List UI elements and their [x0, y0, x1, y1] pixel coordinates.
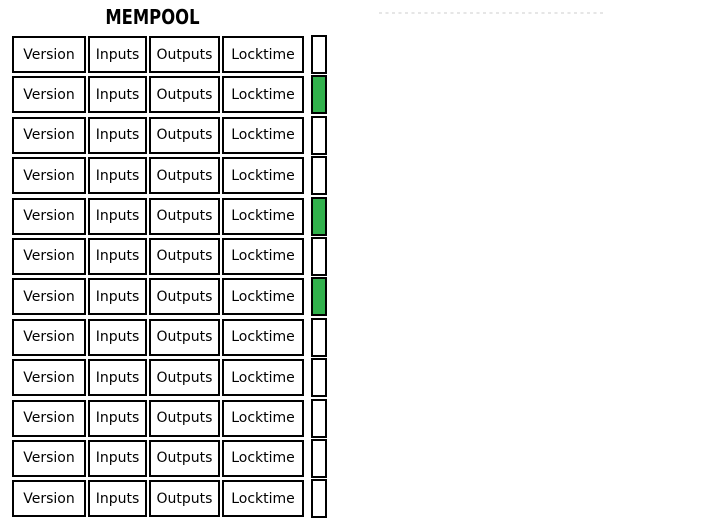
tx-field-locktime: Locktime	[222, 359, 304, 397]
tx-field-inputs: Inputs	[88, 278, 147, 316]
tx-field-outputs: Outputs	[149, 278, 220, 316]
tx-status-box	[311, 317, 327, 357]
tx-field-outputs: Outputs	[149, 439, 220, 477]
tx-field-locktime: Locktime	[222, 116, 304, 154]
tx-status-box	[311, 479, 327, 519]
tx-field-version: Version	[12, 439, 86, 477]
tx-status-box-green	[311, 196, 327, 236]
tx-status-box	[311, 438, 327, 478]
mempool-title: MEMPOOL	[105, 5, 200, 29]
tx-field-version: Version	[12, 318, 86, 356]
tx-field-version: Version	[12, 76, 86, 114]
tx-status-box	[311, 35, 327, 74]
tx-status-box-green	[311, 75, 327, 115]
tx-field-outputs: Outputs	[149, 237, 220, 275]
tx-field-outputs: Outputs	[149, 116, 220, 154]
tx-field-outputs: Outputs	[149, 76, 220, 114]
tx-field-version: Version	[12, 480, 86, 518]
tx-field-locktime: Locktime	[222, 480, 304, 518]
tx-field-locktime: Locktime	[222, 278, 304, 316]
tx-field-inputs: Inputs	[88, 480, 147, 518]
tx-field-inputs: Inputs	[88, 318, 147, 356]
tx-field-inputs: Inputs	[88, 399, 147, 437]
tx-field-locktime: Locktime	[222, 36, 304, 73]
tx-field-inputs: Inputs	[88, 237, 147, 275]
tx-field-inputs: Inputs	[88, 197, 147, 235]
tx-field-inputs: Inputs	[88, 157, 147, 195]
tx-field-version: Version	[12, 116, 86, 154]
tx-field-inputs: Inputs	[88, 439, 147, 477]
tx-field-outputs: Outputs	[149, 318, 220, 356]
tx-field-inputs: Inputs	[88, 36, 147, 73]
tx-field-locktime: Locktime	[222, 439, 304, 477]
tx-field-locktime: Locktime	[222, 318, 304, 356]
tx-field-version: Version	[12, 157, 86, 195]
tx-field-outputs: Outputs	[149, 36, 220, 73]
tx-field-locktime: Locktime	[222, 237, 304, 275]
tx-status-box	[311, 358, 327, 398]
tx-field-version: Version	[12, 278, 86, 316]
tx-field-inputs: Inputs	[88, 359, 147, 397]
tx-field-inputs: Inputs	[88, 76, 147, 114]
tx-status-box	[311, 156, 327, 196]
tx-field-outputs: Outputs	[149, 157, 220, 195]
tx-field-locktime: Locktime	[222, 197, 304, 235]
tx-field-locktime: Locktime	[222, 76, 304, 114]
tx-field-outputs: Outputs	[149, 359, 220, 397]
tx-status-box-green	[311, 277, 327, 317]
tx-status-box	[311, 236, 327, 276]
tx-field-locktime: Locktime	[222, 399, 304, 437]
tx-field-version: Version	[12, 359, 86, 397]
tx-field-outputs: Outputs	[149, 197, 220, 235]
tx-field-outputs: Outputs	[149, 480, 220, 518]
tx-field-outputs: Outputs	[149, 399, 220, 437]
tx-field-locktime: Locktime	[222, 157, 304, 195]
tx-status-box	[311, 115, 327, 155]
tx-field-inputs: Inputs	[88, 116, 147, 154]
page-title: MEMPOOL	[95, 5, 203, 29]
tx-field-version: Version	[12, 197, 86, 235]
dashed-divider	[379, 12, 603, 14]
tx-field-version: Version	[12, 399, 86, 437]
tx-status-box	[311, 398, 327, 438]
tx-field-version: Version	[12, 237, 86, 275]
tx-field-version: Version	[12, 36, 86, 73]
